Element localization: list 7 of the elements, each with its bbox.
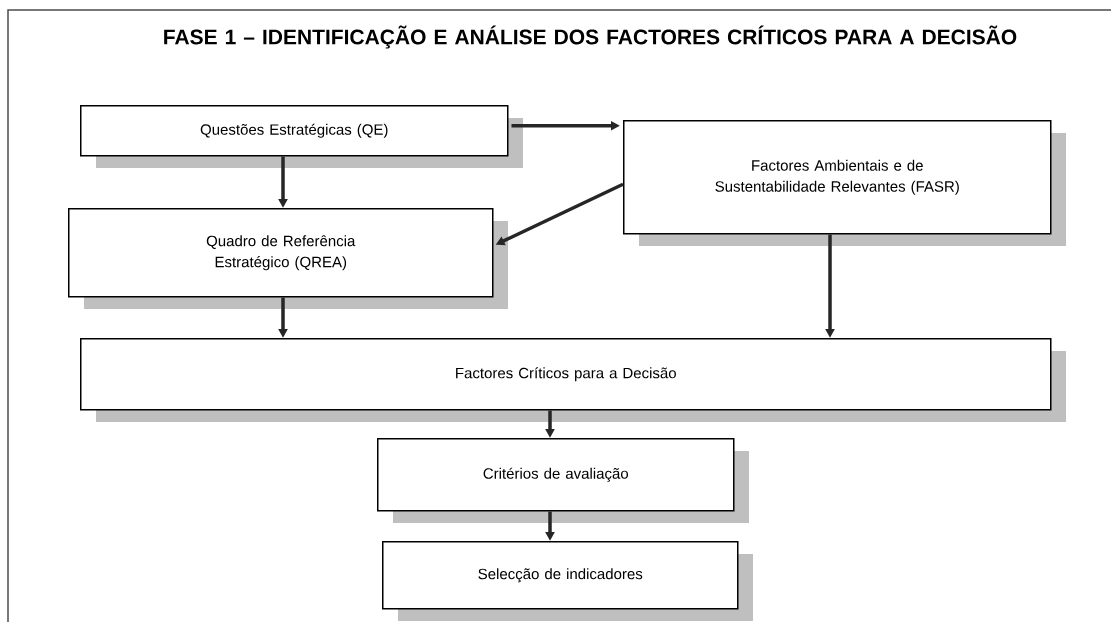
title: FASE 1 – IDENTIFICAÇÃO E ANÁLISE DOS FACTORES CRÍTICOS PARA A DECISÃO — [164, 25, 1017, 49]
process-box: Factores Críticos para a Decisão — [80, 338, 1066, 422]
process-box: Factores Ambientais e de Sustentabilidade Relevantes (FASR) — [623, 120, 1066, 246]
process-box: Questões Estratégicas (QE) — [80, 105, 523, 168]
process-box: Critérios de avaliação — [377, 438, 749, 523]
process-box: Quadro de Referência Estratégico (QREA) — [68, 208, 508, 309]
process-box: Selecção de indicadores — [382, 541, 753, 621]
